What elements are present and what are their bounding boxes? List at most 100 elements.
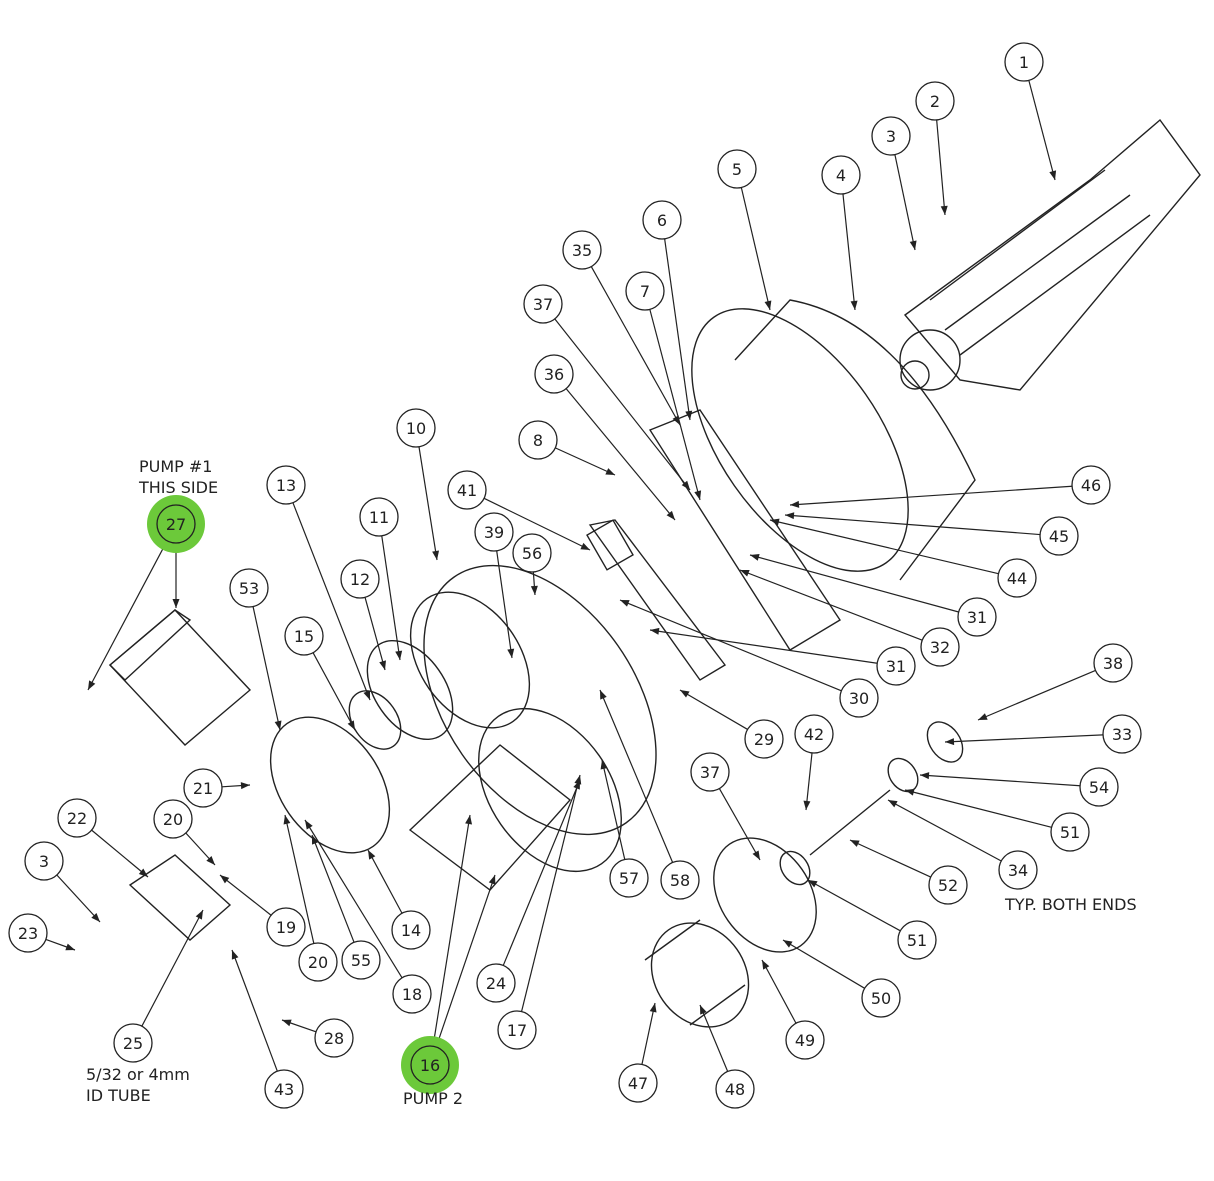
balloon-number: 7 (640, 282, 650, 301)
balloon-57: 57 (609, 858, 649, 898)
leader-arrowhead (694, 490, 702, 500)
balloon-number: 21 (193, 779, 213, 798)
leader-arrowhead (220, 875, 230, 884)
balloon-number: 16 (420, 1056, 440, 1075)
balloon-16: 16 (401, 1036, 459, 1094)
leader-arrowhead (803, 800, 811, 810)
balloon-number: 30 (849, 689, 869, 708)
leader-arrowhead (574, 775, 582, 785)
tube-note-line1: 5/32 or 4mm (86, 1065, 190, 1084)
balloon-number: 37 (533, 295, 553, 314)
leader-arrowhead (808, 880, 818, 888)
balloon-circle (957, 597, 997, 637)
leader-line-53 (252, 606, 281, 731)
balloon-circle (562, 230, 602, 270)
leader-arrowhead (785, 512, 795, 520)
balloon-4: 4 (821, 155, 861, 195)
leader-line-33 (944, 734, 1104, 743)
balloon-circle (839, 678, 879, 718)
manifold-block (128, 854, 232, 941)
leader-line-42 (805, 752, 813, 811)
balloon-18: 18 (392, 974, 432, 1014)
balloon-30: 30 (839, 678, 879, 718)
pump-1-block (108, 609, 252, 746)
balloon-21: 21 (183, 768, 223, 808)
balloon-34: 34 (998, 850, 1038, 890)
balloon-29: 29 (744, 719, 784, 759)
balloon-circle (861, 978, 901, 1018)
balloon-circle (266, 907, 306, 947)
balloon-number: 29 (754, 730, 774, 749)
leader-line-7 (649, 309, 701, 501)
leader-arrowhead (752, 850, 760, 860)
balloon-number: 6 (657, 211, 667, 230)
balloon-number: 54 (1089, 778, 1109, 797)
balloon-7: 7 (625, 271, 665, 311)
balloon-number: 28 (324, 1029, 344, 1048)
leader-arrowhead (368, 850, 376, 860)
balloon-circle (264, 1069, 304, 1109)
leader-arrowhead (790, 500, 800, 508)
balloon-number: 42 (804, 725, 824, 744)
leader-arrowhead (685, 410, 693, 420)
balloon-11: 11 (359, 497, 399, 537)
balloon-19: 19 (266, 907, 306, 947)
leader-arrowhead (88, 680, 96, 690)
leader-arrowhead (282, 1019, 292, 1027)
balloon-14: 14 (391, 910, 431, 950)
balloon-36: 36 (534, 354, 574, 394)
balloon-circle (359, 497, 399, 537)
balloon-circle (618, 1063, 658, 1103)
balloon-circle (717, 149, 757, 189)
mount-plate (648, 409, 841, 651)
balloon-38: 38 (1093, 643, 1133, 683)
leader-arrowhead (379, 660, 386, 670)
balloon-circle (183, 768, 223, 808)
leader-line-47 (641, 1002, 656, 1065)
balloon-number: 51 (1060, 823, 1080, 842)
balloon-35: 35 (562, 230, 602, 270)
balloon-number: 10 (406, 419, 426, 438)
leader-line-6 (664, 238, 691, 421)
leader-line-27 (87, 540, 168, 691)
balloon-circle (1004, 42, 1044, 82)
leader-arrowhead (888, 800, 898, 808)
pulley (926, 721, 964, 763)
leader-line-39 (496, 550, 513, 659)
balloon-circle (298, 942, 338, 982)
balloon-number: 53 (239, 579, 259, 598)
balloon-number: 38 (1103, 654, 1123, 673)
balloon-37: 37 (690, 752, 730, 792)
balloon-circle (690, 752, 730, 792)
balloon-circle (113, 1023, 153, 1063)
balloon-circle (392, 974, 432, 1014)
end-cap (269, 716, 391, 854)
leader-line-10 (418, 446, 438, 561)
leader-arrowhead (920, 772, 930, 780)
tube-note-line2: ID TUBE (86, 1086, 151, 1105)
leader-arrowhead (650, 627, 660, 635)
ring-gear (650, 922, 750, 1028)
balloon-circle (474, 512, 514, 552)
balloon-43: 43 (264, 1069, 304, 1109)
balloon-31: 31 (876, 646, 916, 686)
balloon-circle (1079, 767, 1119, 807)
balloon-circle (715, 1069, 755, 1109)
balloon-circle (8, 913, 48, 953)
leader-line-41 (483, 497, 591, 551)
leader-line-16 (435, 874, 496, 1048)
leader-line-49 (761, 959, 797, 1024)
leader-arrowhead (507, 648, 515, 658)
balloon-49: 49 (785, 1020, 825, 1060)
typ-both-ends-note: TYP. BOTH ENDS (1005, 895, 1137, 914)
balloon-37: 37 (523, 284, 563, 324)
leader-arrowhead (91, 913, 100, 922)
balloon-number: 20 (163, 810, 183, 829)
balloon-circle (57, 798, 97, 838)
balloon-56: 56 (512, 533, 552, 573)
balloon-circle (518, 420, 558, 460)
balloon-50: 50 (861, 978, 901, 1018)
balloon-58: 58 (660, 860, 700, 900)
leader-arrowhead (905, 788, 915, 796)
